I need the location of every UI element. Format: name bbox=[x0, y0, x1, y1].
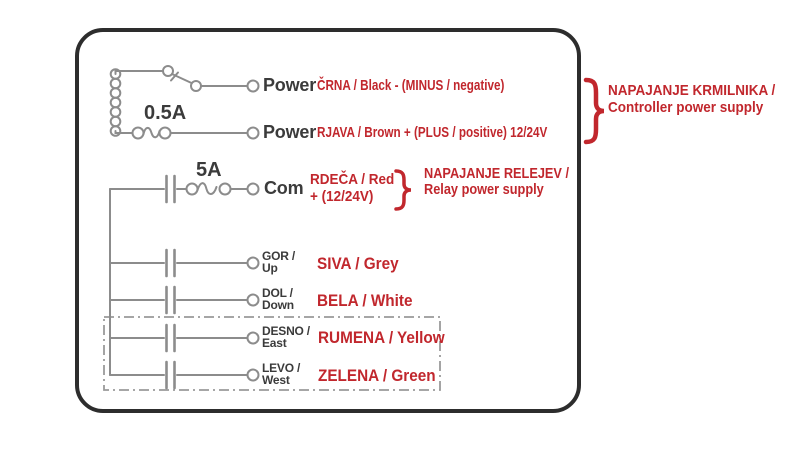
terminal-icon bbox=[246, 368, 260, 382]
terminal-label-power1: Power bbox=[263, 75, 317, 95]
terminal-icon bbox=[246, 182, 260, 196]
terminal-label-com: Com bbox=[264, 178, 304, 198]
terminal-icon bbox=[246, 331, 260, 345]
optional-group-outline-icon bbox=[103, 316, 441, 391]
terminal-label-power2: Power bbox=[263, 122, 317, 142]
relay-switch-icon bbox=[114, 65, 260, 93]
terminal-icon bbox=[246, 256, 260, 270]
wire-label-black: ČRNA / Black - (MINUS / negative) bbox=[317, 77, 505, 94]
wire-label-red: RDEČA / Red + (12/24V) bbox=[310, 171, 395, 205]
annotation-relay-supply: NAPAJANJE RELEJEV / Relay power supply bbox=[424, 165, 570, 198]
wire-label-white: BELA / White bbox=[317, 291, 413, 310]
curly-brace-controller-icon bbox=[583, 77, 605, 145]
wire-label-green: ZELENA / Green bbox=[318, 366, 436, 385]
terminal-icon bbox=[246, 79, 260, 93]
terminal-label-down: DOL / Down bbox=[262, 286, 294, 312]
terminal-icon bbox=[246, 126, 260, 140]
annotation-controller-supply: NAPAJANJE KRMILNIKA / Controller power s… bbox=[608, 82, 776, 116]
terminal-label-west: LEVO / West bbox=[262, 361, 301, 387]
relay-coil-icon bbox=[109, 68, 122, 137]
terminal-label-east: DESNO / East bbox=[262, 324, 310, 350]
relay-contact-east-icon bbox=[109, 323, 260, 353]
controller-fuse-icon bbox=[114, 126, 260, 140]
wire-label-yellow: RUMENA / Yellow bbox=[318, 328, 445, 347]
device-outline bbox=[75, 28, 581, 413]
relay-contact-down-icon bbox=[109, 285, 260, 315]
terminal-icon bbox=[246, 293, 260, 307]
relay-contact-west-icon bbox=[109, 360, 260, 390]
curly-brace-relay-icon bbox=[394, 169, 412, 211]
wire-label-brown: RJAVA / Brown + (PLUS / positive) 12/24V bbox=[317, 124, 548, 141]
fuse-rating-relay: 5A bbox=[196, 159, 222, 181]
terminal-label-up: GOR / Up bbox=[262, 249, 296, 275]
wire-label-grey: SIVA / Grey bbox=[317, 254, 399, 273]
relay-contact-up-icon bbox=[109, 248, 260, 278]
fuse-rating-controller: 0.5A bbox=[144, 102, 187, 124]
relay-fuse-icon bbox=[109, 174, 260, 204]
